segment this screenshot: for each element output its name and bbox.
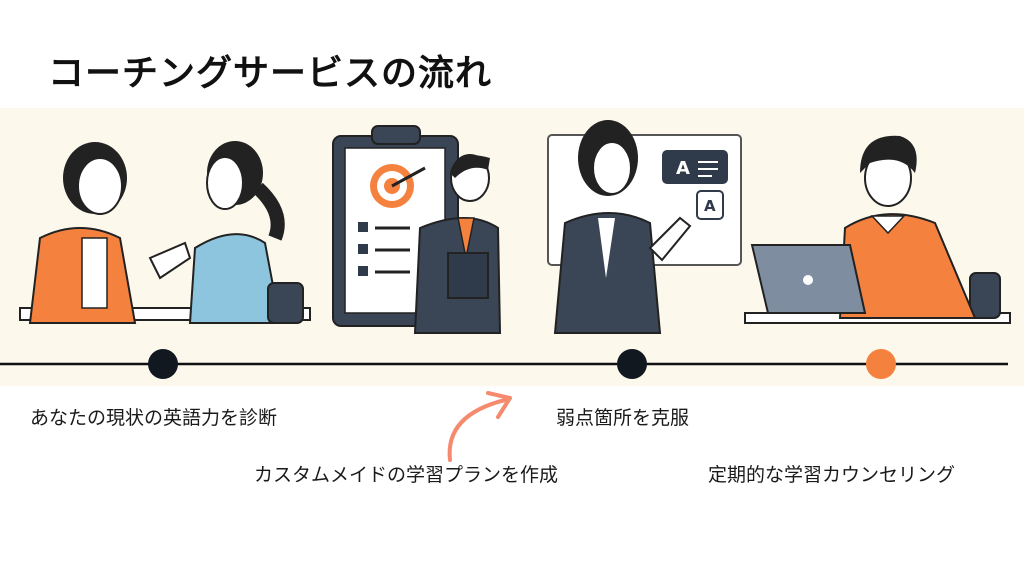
step-label-overcome: 弱点箇所を克服 [556, 407, 690, 429]
scene-plan-illustration [332, 125, 502, 334]
step-label-counseling: 定期的な学習カウンセリング [708, 464, 956, 486]
scene-overcome-illustration: A A [547, 120, 742, 334]
bubble-letter: A [676, 158, 690, 179]
step-label-plan: カスタムメイドの学習プランを作成 [254, 464, 559, 486]
scene-diagnosis-illustration [19, 141, 311, 324]
timeline-marker [617, 349, 647, 379]
scene-counseling-illustration [744, 135, 1011, 324]
bubble-letter: A [704, 197, 716, 215]
timeline-marker [866, 349, 896, 379]
illustrations: A A [0, 120, 1011, 379]
step-label-diagnosis: あなたの現状の英語力を診断 [30, 407, 278, 429]
timeline-marker [148, 349, 178, 379]
page-title: コーチングサービスの流れ [48, 53, 493, 94]
curved-arrow-icon [447, 391, 512, 462]
